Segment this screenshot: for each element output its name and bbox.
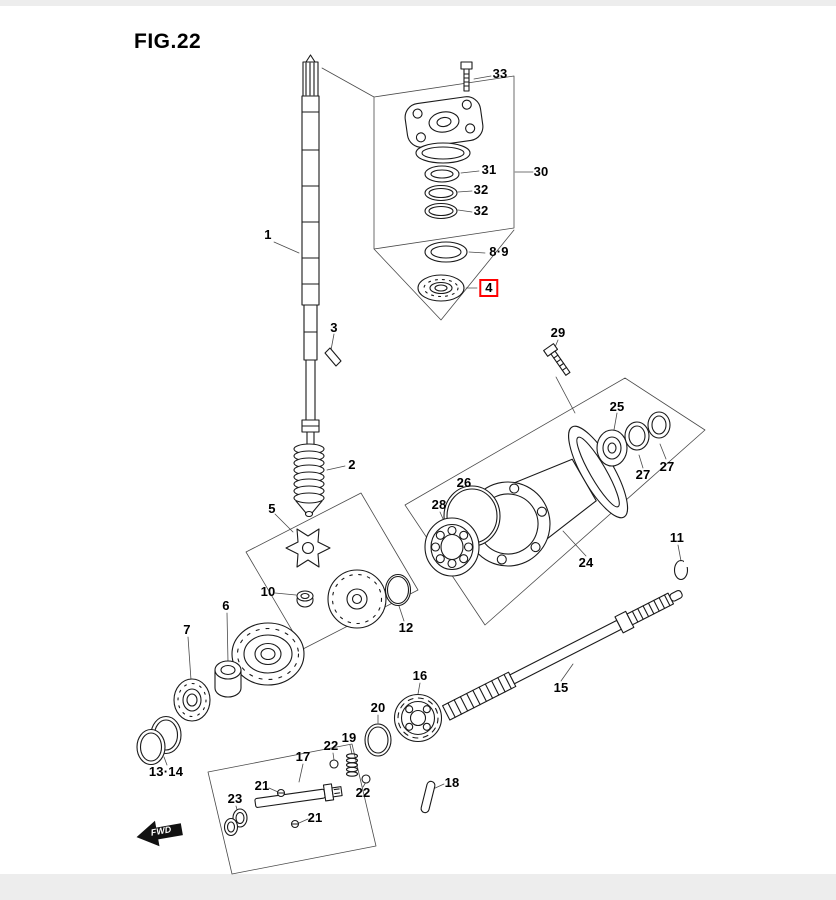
part-label-21-lower[interactable]: 21 (307, 810, 323, 825)
part-label-29[interactable]: 29 (550, 325, 566, 340)
part-label-15[interactable]: 15 (553, 680, 569, 695)
dog-gear-16 (393, 693, 443, 743)
shim-32-upper (424, 184, 458, 202)
pin-3 (324, 347, 342, 367)
snap-ring-11 (673, 559, 690, 581)
washer-31 (424, 165, 460, 183)
part-label-24[interactable]: 24 (578, 555, 594, 570)
part-label-32-upper[interactable]: 32 (473, 182, 489, 197)
screw-21-upper (276, 788, 286, 798)
star-cam-5 (285, 528, 331, 568)
part-label-33[interactable]: 33 (492, 66, 508, 81)
washers-23 (223, 808, 248, 837)
part-label-22-right[interactable]: 22 (355, 785, 371, 800)
propeller-shaft-1 (301, 54, 320, 447)
ring-8-9 (424, 241, 468, 263)
part-label-7[interactable]: 7 (183, 622, 191, 637)
part-label-21-upper[interactable]: 21 (254, 778, 270, 793)
bearing-7 (173, 678, 211, 722)
part-label-27-outer[interactable]: 27 (659, 459, 675, 474)
rings-13-14 (136, 715, 182, 766)
part-label-1[interactable]: 1 (264, 227, 272, 242)
shift-rod-17 (254, 783, 343, 808)
part-label-19[interactable]: 19 (341, 730, 357, 745)
page-edge-bottom (0, 874, 836, 900)
fwd-arrow (136, 820, 183, 847)
ball-bearing-28 (424, 517, 480, 577)
screw-21-lower (290, 819, 300, 829)
ball-22-right (361, 774, 371, 784)
part-label-2[interactable]: 2 (348, 457, 356, 472)
part-label-26[interactable]: 26 (456, 475, 472, 490)
part-label-22-left[interactable]: 22 (323, 738, 339, 753)
part-label-13-14[interactable]: 13·14 (148, 764, 184, 779)
bevel-gear (231, 622, 305, 686)
ball-22-left (329, 759, 339, 769)
needle-bearing-25 (596, 429, 628, 467)
part-label-17[interactable]: 17 (295, 749, 311, 764)
seal-27-inner (624, 421, 650, 451)
spacer-10 (296, 590, 314, 608)
drive-shaft-15 (442, 589, 683, 721)
assembly-boxes (207, 67, 706, 875)
part-label-25[interactable]: 25 (609, 399, 625, 414)
bolt-33 (460, 61, 473, 92)
bearing-housing-30 (404, 96, 484, 164)
bearing-4 (417, 274, 465, 302)
spring-19 (345, 753, 359, 777)
part-label-6[interactable]: 6 (222, 598, 230, 613)
shim-32-lower (424, 202, 458, 220)
part-label-28[interactable]: 28 (431, 497, 447, 512)
part-label-31[interactable]: 31 (481, 162, 497, 177)
worm-gear-2 (293, 443, 325, 518)
part-label-3[interactable]: 3 (330, 320, 338, 335)
ring-20 (364, 723, 392, 757)
part-label-11[interactable]: 11 (669, 530, 685, 545)
part-label-32-lower[interactable]: 32 (473, 203, 489, 218)
pin-18 (420, 780, 436, 814)
clutch-cam-face (327, 569, 387, 629)
page-edge-top (0, 0, 836, 6)
part-label-18[interactable]: 18 (444, 775, 460, 790)
part-label-16[interactable]: 16 (412, 668, 428, 683)
part-label-4-highlighted[interactable]: 4 (479, 279, 499, 297)
part-label-20[interactable]: 20 (370, 700, 386, 715)
ring-12 (384, 573, 412, 607)
bolt-29 (543, 343, 571, 376)
seal-27-outer (647, 411, 671, 439)
part-label-8-9[interactable]: 8·9 (489, 244, 509, 259)
part-label-27-inner[interactable]: 27 (635, 467, 651, 482)
part-label-5[interactable]: 5 (268, 501, 276, 516)
part-label-23[interactable]: 23 (227, 791, 243, 806)
bushing-6 (214, 660, 242, 698)
part-label-30[interactable]: 30 (533, 164, 549, 179)
part-label-12[interactable]: 12 (398, 620, 414, 635)
figure-title: FIG.22 (134, 30, 202, 53)
part-label-10[interactable]: 10 (260, 584, 276, 599)
